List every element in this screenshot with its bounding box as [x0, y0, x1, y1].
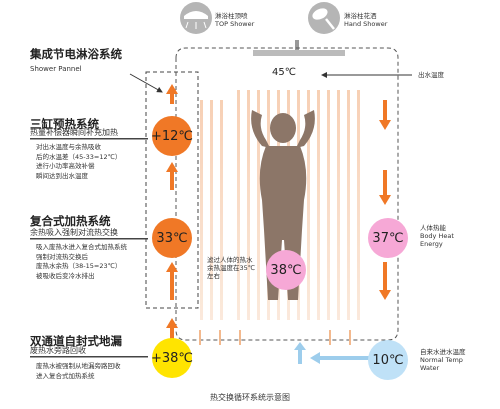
top-shower-en: TOP Shower	[215, 20, 255, 28]
shower-panel-title: 集成节电淋浴系统	[30, 47, 122, 61]
bottom-flow	[199, 330, 351, 345]
diagram-caption: 热交换循环系统示意图	[210, 393, 290, 402]
comp-desc-line: 强制对流热交换后	[36, 252, 88, 261]
cold-water-arrows	[294, 342, 372, 364]
tri-desc-line: 进行小功率高效补偿	[36, 162, 95, 170]
heat-arrows-right	[379, 100, 391, 300]
shower-panel-en: Shower Pannel	[30, 65, 82, 73]
drain-note-line: 左右	[207, 272, 220, 280]
heater-box	[145, 71, 199, 309]
composite-desc: 吸入废热水进入复合式加热系统 强制对流热交换后 废热水余热（38-15=23℃）…	[36, 243, 127, 281]
hand-shower-cn: 淋浴柱花洒	[344, 12, 377, 20]
drain-note-line: 滤过人体的热水	[207, 256, 253, 264]
hand-shower-en: Hand Shower	[344, 20, 388, 28]
drain-desc: 废热水被强制从地漏旁路回收 进入复合式加热系统	[36, 362, 121, 381]
top-shower-label: 淋浴柱顶喷 TOP Shower	[215, 12, 254, 28]
cold-water-en2: Water	[420, 364, 440, 372]
drain-note-line: 余热温度在35℃	[207, 264, 256, 272]
top-shower-icon	[180, 2, 212, 34]
tri-tank-sub: 热量补偿器瞬间补充加热	[30, 128, 118, 137]
drain-sub: 废热水旁路回收	[30, 346, 86, 355]
cold-water-label: 自来水进水温度 Normal Temp Water	[420, 348, 466, 372]
temp-circle-12: +12℃	[151, 116, 193, 156]
tri-desc-line: 瞬间达到出水温度	[36, 171, 88, 180]
composite-sub: 余热吸入强制对流热交换	[30, 228, 118, 237]
composite-title: 复合式加热系统	[30, 214, 111, 228]
comp-desc-line: 吸入废热水进入复合式加热系统	[36, 243, 127, 251]
drain-note: 滤过人体的热水 余热温度在35℃ 左右	[207, 256, 255, 280]
shower-head-bar	[253, 50, 345, 56]
drain-desc-line: 进入复合式加热系统	[36, 371, 95, 380]
body-heat-label: 人体热能 Body Heat Energy	[420, 224, 454, 248]
drain-title: 双通道自封式地漏	[30, 334, 122, 348]
tri-desc-line: 后的水温差（45-33=12℃）	[36, 152, 122, 161]
temp-circle-33: 33℃	[152, 218, 192, 258]
body-heat-cn: 人体热能	[420, 224, 446, 232]
comp-desc-line: 废热水余热（38-15=23℃）	[36, 262, 122, 270]
outlet-temp: 45℃	[272, 67, 296, 78]
hand-shower-label: 淋浴柱花洒 Hand Shower	[344, 12, 387, 28]
heat-arrows-left	[166, 84, 178, 342]
tri-tank-desc: 对出水温度与余热吸收 后的水温差（45-33=12℃） 进行小功率高效补偿 瞬间…	[36, 143, 121, 181]
temp-circle-10: 10℃	[368, 340, 408, 380]
body-heat-en2: Energy	[420, 240, 443, 248]
cold-water-cn: 自来水进水温度	[420, 348, 466, 356]
body-heat-en1: Body Heat	[420, 232, 454, 240]
outlet-temp-label: 出水温度	[418, 71, 444, 79]
drain-desc-line: 废热水被强制从地漏旁路回收	[36, 362, 121, 370]
top-shower-cn: 淋浴柱顶喷	[215, 12, 248, 20]
hand-shower-icon	[308, 2, 340, 34]
comp-desc-line: 被吸收后变冷水排出	[36, 271, 95, 280]
temp-circle-38: 38℃	[266, 250, 306, 290]
temp-circle-38-plus: +38℃	[151, 338, 193, 378]
circulation-loop	[175, 47, 399, 341]
tri-desc-line: 对出水温度与余热吸收	[36, 143, 101, 151]
tri-tank-title: 三缸预热系统	[30, 117, 99, 131]
temp-circle-37: 37℃	[368, 218, 408, 258]
cold-water-en1: Normal Temp	[420, 356, 463, 364]
